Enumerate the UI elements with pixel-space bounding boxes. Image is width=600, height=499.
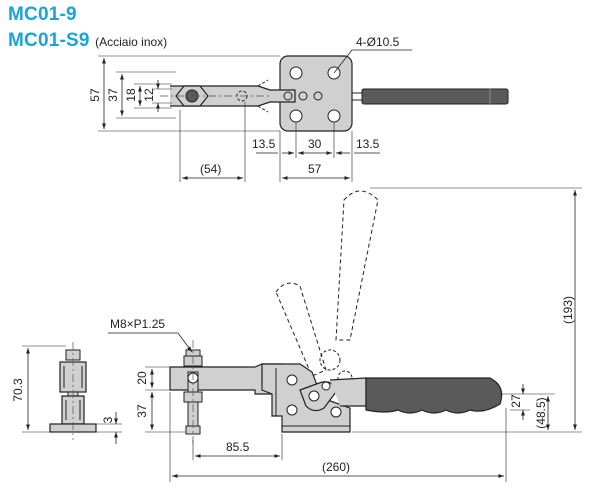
dim-30: 30 bbox=[308, 137, 322, 151]
handle-mid-outline bbox=[275, 282, 327, 377]
pivot-pin bbox=[321, 381, 331, 391]
model-name: MC01-9 bbox=[8, 4, 77, 25]
front-view-labels: 70.3 3 bbox=[11, 378, 115, 423]
dim-85-5: 85.5 bbox=[226, 440, 250, 454]
dim-37-side: 37 bbox=[135, 404, 149, 418]
side-view-labels: M8×P1.25 20 37 85.5 (260) (193) 27 (48.5… bbox=[110, 296, 575, 474]
pivot-pin bbox=[286, 374, 298, 386]
dim-12-height: 12 bbox=[142, 88, 156, 102]
dim-260: (260) bbox=[322, 460, 350, 474]
front-view bbox=[22, 342, 122, 444]
dim-48-5: (48.5) bbox=[534, 397, 548, 428]
dim-37-height: 37 bbox=[106, 88, 120, 102]
handle-open-outline bbox=[335, 190, 379, 341]
dim-57-width: 57 bbox=[308, 162, 322, 176]
stainless-note: (Acciaio inox) bbox=[95, 35, 168, 49]
dim-18-height: 18 bbox=[124, 88, 138, 102]
side-view bbox=[108, 187, 582, 482]
dim-70-3: 70.3 bbox=[11, 378, 25, 402]
dim-13-5-left: 13.5 bbox=[252, 137, 276, 151]
dim-27: 27 bbox=[509, 394, 523, 408]
dim-193: (193) bbox=[561, 296, 575, 324]
mount-hole bbox=[327, 109, 341, 123]
thread-spec-label: M8×P1.25 bbox=[110, 317, 165, 331]
pivot-pin bbox=[330, 406, 342, 418]
mount-hole bbox=[289, 66, 303, 80]
dim-20: 20 bbox=[135, 371, 149, 385]
dim-54: (54) bbox=[200, 162, 221, 176]
mount-hole bbox=[289, 109, 303, 123]
dim-13-5-right: 13.5 bbox=[356, 137, 380, 151]
top-view-labels: 4-Ø10.5 57 37 18 12 13.5 30 13.5 (54) 57 bbox=[88, 35, 400, 176]
model-name-stainless: MC01-S9 bbox=[8, 30, 90, 51]
dim-3: 3 bbox=[101, 416, 115, 423]
pivot-pin bbox=[286, 404, 298, 416]
handle-grip-side bbox=[365, 377, 503, 414]
top-view bbox=[98, 49, 509, 182]
model-title-primary: MC01-9 bbox=[8, 4, 77, 26]
hole-spec-label: 4-Ø10.5 bbox=[356, 35, 400, 49]
handle-grip-top bbox=[361, 88, 509, 105]
dim-57-height: 57 bbox=[88, 88, 102, 102]
model-title-stainless: MC01-S9 (Acciaio inox) bbox=[8, 30, 167, 52]
pivot-pin bbox=[308, 390, 320, 402]
